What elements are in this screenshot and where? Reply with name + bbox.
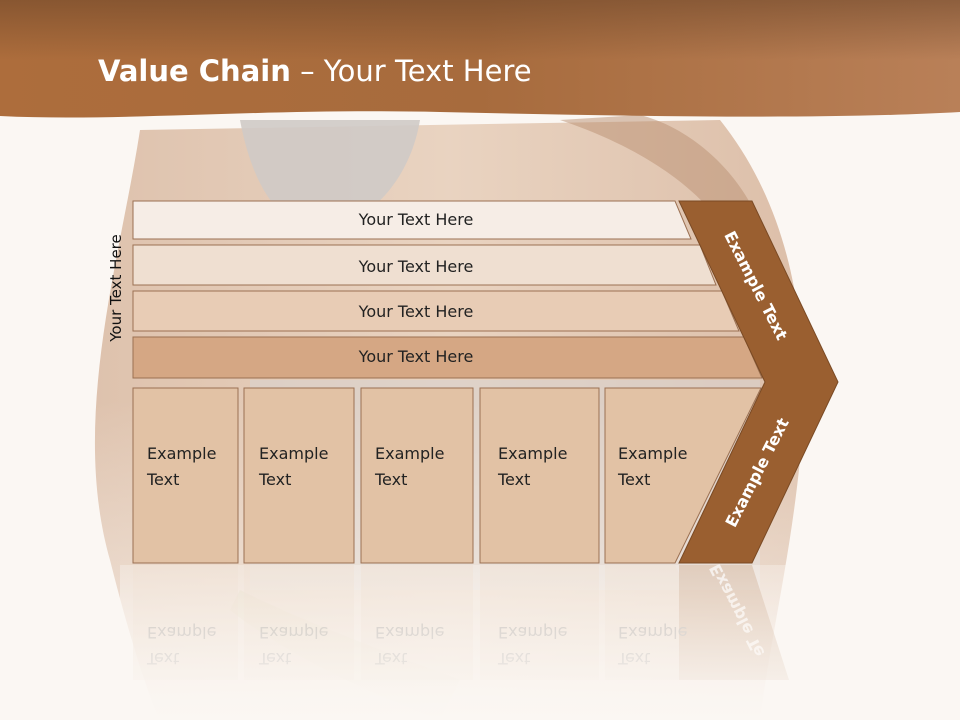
band-1 (132, 200, 692, 240)
slide-title: Value Chain – Your Text Here (98, 54, 532, 88)
band-4 (132, 336, 763, 379)
column-3-line2: Text (374, 470, 407, 489)
column-2-line1: Example (259, 444, 328, 463)
column-5-line2: Text (617, 470, 650, 489)
band-3-label: Your Text Here (358, 302, 474, 321)
column-4 (479, 387, 600, 564)
column-3 (360, 387, 474, 564)
title-bold: Value Chain (98, 54, 291, 88)
column-3-line1: Example (375, 444, 444, 463)
column-4-line1: Example (498, 444, 567, 463)
column-2-line2: Text (258, 470, 291, 489)
column-4-line2: Text (497, 470, 530, 489)
column-1 (132, 387, 239, 564)
column-1-line2: Text (146, 470, 179, 489)
title-rest: – Your Text Here (290, 54, 532, 88)
band-2-label: Your Text Here (358, 257, 474, 276)
margin-chevron (678, 200, 839, 564)
column-2 (243, 387, 355, 564)
band-4-label: Your Text Here (358, 347, 474, 366)
band-3 (132, 290, 740, 332)
column-5 (604, 387, 762, 564)
band-2 (132, 244, 717, 286)
column-1-line1: Example (147, 444, 216, 463)
column-5-line1: Example (618, 444, 687, 463)
band-1-label: Your Text Here (358, 210, 474, 229)
